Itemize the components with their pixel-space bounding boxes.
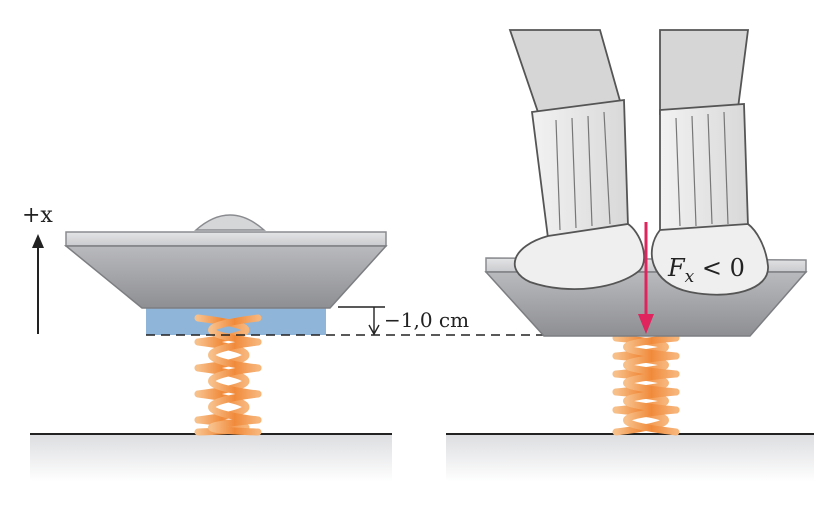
force-arrow (638, 222, 654, 334)
force-label: Fx < 0 (667, 254, 745, 287)
platform-knob (194, 214, 266, 231)
compression-indicator (338, 306, 385, 336)
left-spring (194, 314, 262, 436)
left-panel: +x −1,0 cm (22, 203, 560, 482)
right-spring (612, 334, 680, 436)
left-sock (513, 98, 645, 291)
right-ground-shadow (446, 434, 814, 482)
right-panel: Fx < 0 (446, 29, 814, 482)
force-relation: < 0 (694, 254, 745, 282)
left-platform (63, 214, 388, 309)
right-sock (650, 103, 769, 296)
left-ground-shadow (30, 434, 392, 482)
axis-label: +x (22, 203, 53, 228)
force-symbol: F (667, 254, 686, 282)
x-axis-arrow (32, 234, 44, 334)
legs (508, 29, 750, 119)
force-subscript: x (685, 267, 695, 287)
compression-label: −1,0 cm (384, 308, 469, 332)
